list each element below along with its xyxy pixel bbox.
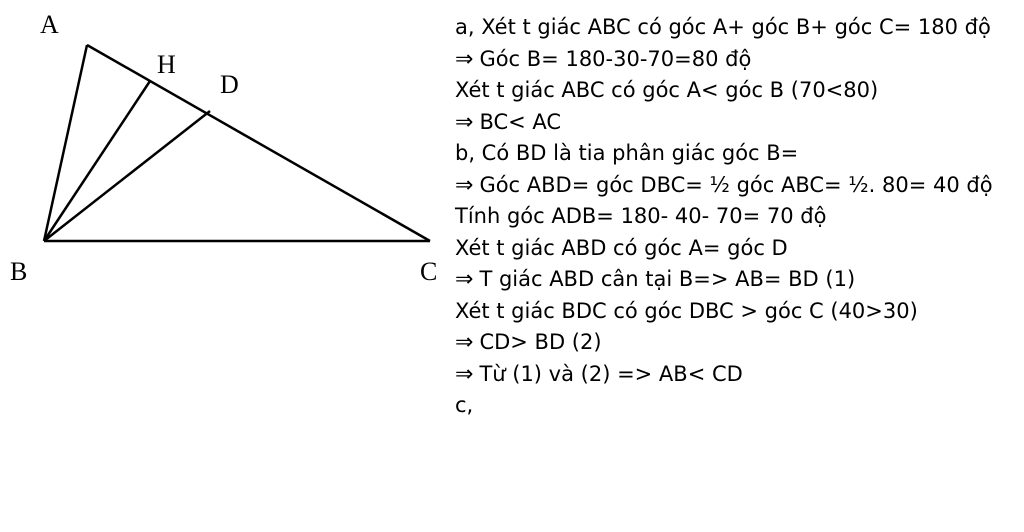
solution-text: a, Xét t giác ABC có góc A+ góc B+ góc C… — [455, 12, 1015, 422]
solution-line-text: a, Xét t giác ABC có góc A+ góc B+ góc C… — [455, 15, 991, 39]
segment-bd — [43, 110, 211, 242]
implies-arrow-icon: ⇒ — [455, 109, 474, 135]
solution-line: a, Xét t giác ABC có góc A+ góc B+ góc C… — [455, 12, 1015, 44]
solution-line-text: Góc ABD= góc DBC= ½ góc ABC= ½. 80= 40 đ… — [479, 172, 993, 197]
solution-line-text: b, Có BD là tia phân giác góc B= — [455, 141, 799, 165]
solution-line: ⇒BC< AC — [455, 107, 1015, 139]
point-label-h: H — [157, 50, 176, 79]
solution-line: ⇒Từ (1) và (2) => AB< CD — [455, 359, 1015, 391]
solution-line-text: CD> BD (2) — [479, 330, 602, 354]
solution-line: ⇒Góc ABD= góc DBC= ½ góc ABC= ½. 80= 40 … — [455, 170, 1015, 202]
implies-arrow-icon: ⇒ — [455, 172, 474, 198]
implies-arrow-icon: ⇒ — [455, 267, 474, 292]
solution-line: ⇒CD> BD (2) — [455, 327, 1015, 359]
solution-line-text: Tính góc ADB= 180- 40- 70= 70 độ — [455, 204, 827, 228]
triangle-figure: A H D B C — [10, 10, 437, 286]
solution-line: Tính góc ADB= 180- 40- 70= 70 độ — [455, 201, 1015, 233]
solution-line-text: BC< AC — [479, 109, 562, 134]
point-label-a: A — [40, 10, 59, 39]
solution-line-text: Góc B= 180-30-70=80 độ — [479, 46, 752, 71]
solution-line: Xét t giác ABD có góc A= góc D — [455, 233, 1015, 265]
implies-arrow-icon: ⇒ — [455, 361, 474, 387]
segment-ab — [42, 44, 89, 242]
solution-line-text: T giác ABD cân tại B=> AB= BD (1) — [479, 267, 856, 291]
point-label-b: B — [10, 257, 27, 286]
solution-line: c, — [455, 390, 1015, 422]
implies-arrow-icon: ⇒ — [455, 46, 474, 72]
solution-line: ⇒Góc B= 180-30-70=80 độ — [455, 44, 1015, 76]
solution-line-text: Xét t giác ABC có góc A< góc B (70<80) — [455, 78, 879, 102]
solution-line-text: Từ (1) và (2) => AB< CD — [479, 361, 743, 386]
implies-arrow-icon: ⇒ — [455, 330, 474, 355]
solution-line: ⇒T giác ABD cân tại B=> AB= BD (1) — [455, 264, 1015, 296]
point-label-d: D — [220, 70, 239, 99]
solution-line-text: Xét t giác ABD có góc A= góc D — [455, 235, 788, 260]
segment-bh — [42, 80, 152, 242]
segment-ac — [86, 43, 431, 243]
point-label-c: C — [420, 257, 437, 286]
solution-line: Xét t giác ABC có góc A< góc B (70<80) — [455, 75, 1015, 107]
solution-line: b, Có BD là tia phân giác góc B= — [455, 138, 1015, 170]
solution-line: Xét t giác BDC có góc DBC > góc C (40>30… — [455, 296, 1015, 328]
solution-line-text: c, — [455, 393, 474, 417]
solution-line-text: Xét t giác BDC có góc DBC > góc C (40>30… — [455, 298, 918, 323]
